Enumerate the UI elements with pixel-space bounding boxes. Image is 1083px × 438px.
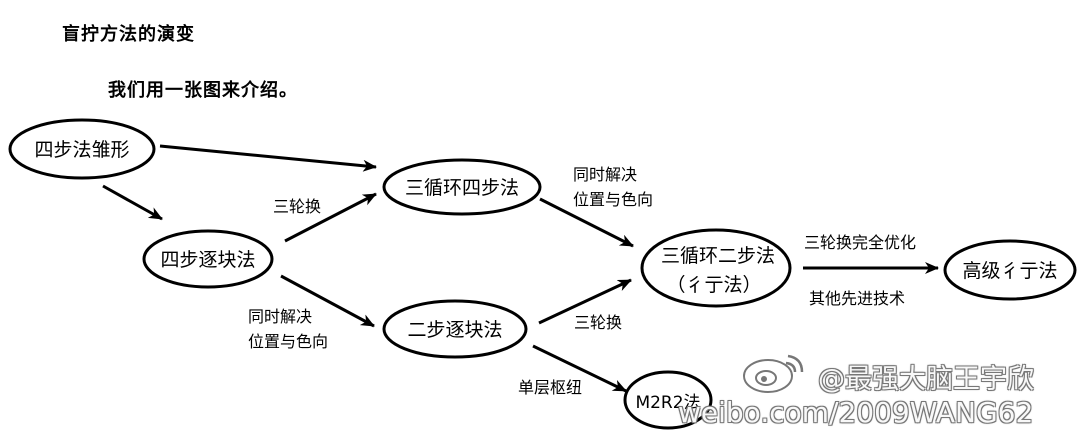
- node-label-n7: M2R2法: [635, 393, 700, 413]
- node-four-step-block: [142, 229, 274, 289]
- node-labels: 四步法雏形 四步逐块法 三循环四步法 二步逐块法 三循环二步法 （彳亍法） 高级…: [34, 139, 1057, 413]
- watermark-url: weibo.com/2009WANG62: [678, 396, 1034, 429]
- node-label-n6: 高级彳亍法: [962, 260, 1057, 282]
- node-label-n5-line1: 三循环二步法: [661, 245, 775, 267]
- edge-label-n5-n6-bottom: 其他先进技术: [809, 289, 905, 308]
- edge-label-n2-n3: 三轮换: [273, 197, 321, 216]
- node-label-n4: 二步逐块法: [407, 319, 502, 341]
- node-m2r2: [623, 370, 713, 430]
- edge-n2-n4: [280, 274, 375, 328]
- edge-labels: 三轮换 同时解决 位置与色向 同时解决 位置与色向 三轮换 三轮换完全优化 其他…: [248, 165, 916, 397]
- edges: [102, 144, 939, 393]
- edge-n4-n7: [532, 344, 627, 393]
- node-three-cycle-four-step: [382, 158, 542, 216]
- edge-n4-n5: [538, 278, 632, 325]
- watermark-handle: @最强大脑王宇欣: [818, 364, 1034, 395]
- node-four-step-prototype: [8, 118, 156, 180]
- node-label-n5-line2: （彳亍法）: [666, 274, 761, 296]
- edge-label-n4-n7: 单层枢纽: [518, 378, 582, 397]
- edge-label-n2-n4-line1: 同时解决: [248, 307, 312, 326]
- node-two-step-block: [382, 299, 528, 359]
- edge-n1-n2: [102, 184, 163, 221]
- weibo-logo-icon: [742, 350, 808, 398]
- edge-label-n3-n5-line2: 位置与色向: [573, 190, 653, 209]
- node-advanced-tnoodle: [943, 239, 1077, 301]
- node-label-n1: 四步法雏形: [34, 139, 129, 161]
- node-three-cycle-two-step: [640, 228, 792, 308]
- edge-label-n2-n4-line2: 位置与色向: [248, 332, 328, 351]
- edge-n2-n3: [284, 192, 377, 243]
- edge-label-n3-n5-line1: 同时解决: [573, 165, 637, 184]
- edge-n1-n3: [159, 144, 377, 172]
- nodes: [8, 118, 1077, 430]
- edge-n3-n5: [539, 197, 634, 248]
- page-title: 盲拧方法的演变: [62, 24, 195, 45]
- node-label-n3: 三循环四步法: [405, 177, 519, 199]
- page-subtitle: 我们用一张图来介绍。: [108, 80, 298, 101]
- edge-label-n4-n5: 三轮换: [574, 313, 622, 332]
- edge-label-n5-n6-top: 三轮换完全优化: [804, 233, 916, 252]
- node-label-n2: 四步逐块法: [160, 249, 255, 271]
